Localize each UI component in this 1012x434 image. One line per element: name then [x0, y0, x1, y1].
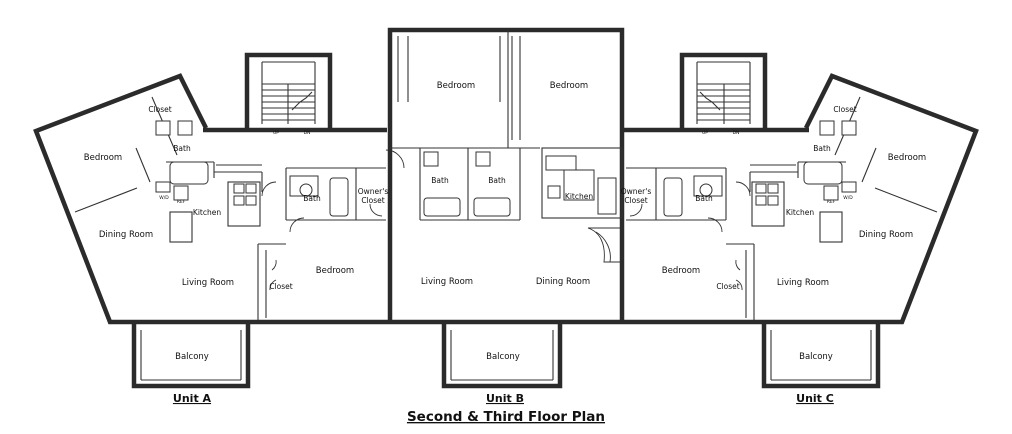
label-ref-c: REF [827, 199, 836, 205]
label-bath-b2: Bath [488, 176, 506, 185]
label-closet-a2: Closet [269, 282, 292, 291]
label-balcony-a: Balcony [175, 352, 209, 362]
label-bath-a: Bath [173, 144, 191, 153]
unit-b [387, 27, 625, 389]
label-dining-a: Dining Room [99, 230, 153, 240]
label-bedroom-b1: Bedroom [437, 81, 475, 91]
label-dining-c: Dining Room [859, 230, 913, 240]
label-bath-b1: Bath [431, 176, 449, 185]
balcony-c [761, 322, 881, 389]
unit-a-label: Unit A [173, 392, 212, 405]
label-owners-a-2: Closet [361, 196, 384, 205]
label-closet-c: Closet [833, 105, 856, 114]
unit-a [33, 52, 405, 389]
label-kitchen-a: Kitchen [193, 208, 221, 217]
label-wd-c: W/D [843, 195, 853, 201]
label-bedroom-a: Bedroom [84, 153, 122, 163]
label-balcony-b: Balcony [486, 352, 520, 362]
balcony-a [131, 322, 251, 389]
label-closet-a: Closet [148, 105, 171, 114]
label-bath-a2: Bath [303, 194, 321, 203]
label-bath-c2: Bath [695, 194, 713, 203]
unit-b-label: Unit B [486, 392, 524, 405]
label-ref-a: REF [177, 199, 186, 205]
label-living-a: Living Room [182, 278, 234, 288]
label-balcony-c: Balcony [799, 352, 833, 362]
label-bedroom-c: Bedroom [888, 153, 926, 163]
label-owners-c-2: Closet [624, 196, 647, 205]
label-dn-c: DN [733, 130, 740, 136]
label-bedroom-a2: Bedroom [316, 266, 354, 276]
label-closet-c2: Closet [716, 282, 739, 291]
label-up-c: UP [702, 130, 708, 136]
room-labels: Bedroom Closet Bath Kitchen Dining Room … [84, 81, 926, 362]
label-up-a: UP [273, 130, 279, 136]
label-bedroom-b2: Bedroom [550, 81, 588, 91]
label-bath-c: Bath [813, 144, 831, 153]
label-dn-a: DN [304, 130, 311, 136]
label-bedroom-c2: Bedroom [662, 266, 700, 276]
label-living-b: Living Room [421, 277, 473, 287]
label-dining-b: Dining Room [536, 277, 590, 287]
label-living-c: Living Room [777, 278, 829, 288]
label-owners-c-1: Owner's [621, 187, 652, 196]
label-kitchen-b: Kitchen [565, 192, 593, 201]
unit-c [622, 52, 979, 389]
balcony-b [441, 322, 563, 389]
label-kitchen-c: Kitchen [786, 208, 814, 217]
label-owners-a-1: Owner's [358, 187, 389, 196]
plan-title: Second & Third Floor Plan [407, 409, 605, 425]
stair-treads [262, 83, 315, 124]
label-wd-a: W/D [159, 195, 169, 201]
unit-c-label: Unit C [796, 392, 834, 405]
